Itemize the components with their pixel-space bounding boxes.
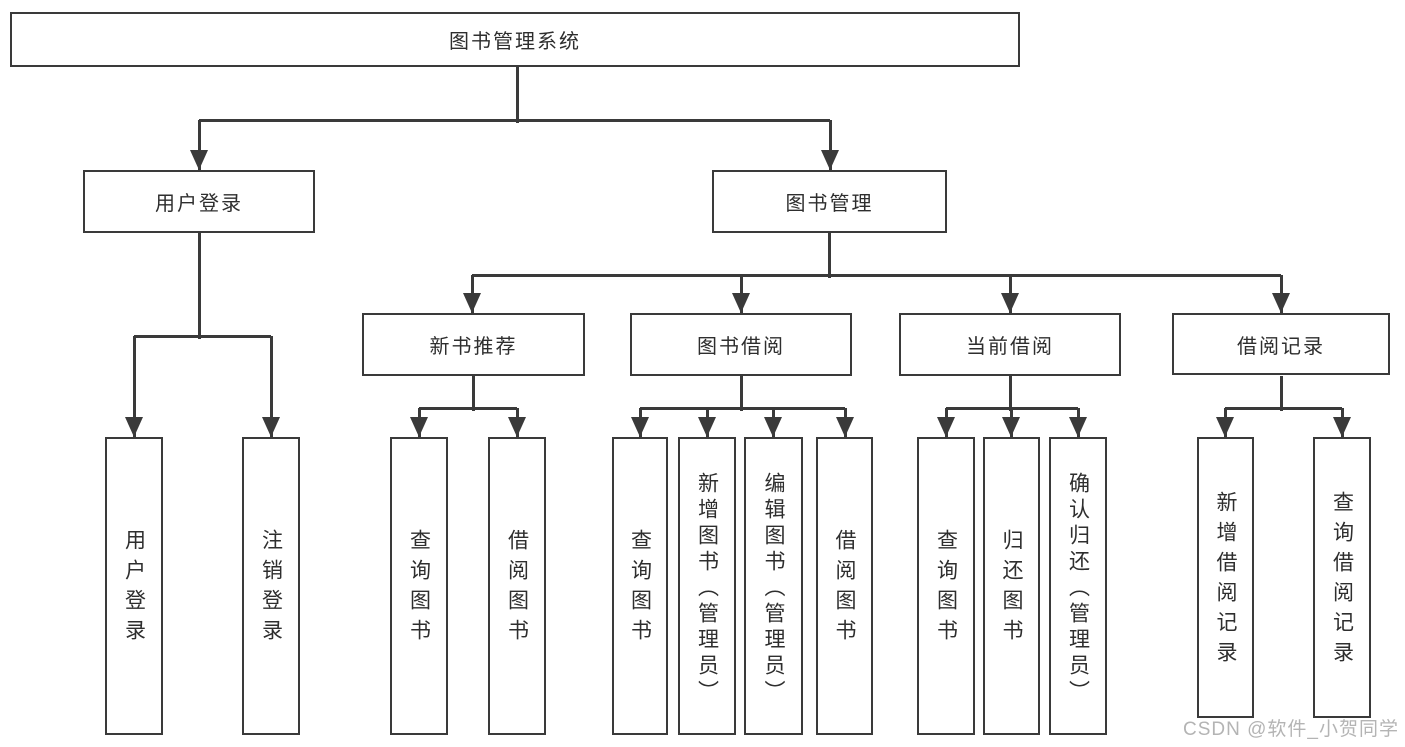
arrowhead-down-icon — [1333, 417, 1351, 437]
leaf-confirm-return-admin-label: 确认归还（管理员） — [1066, 472, 1090, 706]
arrowhead-down-icon — [1002, 417, 1020, 437]
connector-line-vertical — [471, 376, 475, 411]
arrowhead-down-icon — [937, 417, 955, 437]
leaf-confirm-return-admin: 确认归还（管理员） — [1049, 437, 1107, 735]
node-current-borrow-label: 当前借阅 — [966, 336, 1054, 358]
node-book-borrow: 图书借阅 — [630, 313, 852, 376]
connector-line-vertical — [1279, 376, 1283, 411]
node-borrow-records: 借阅记录 — [1172, 313, 1390, 375]
node-user-login: 用户登录 — [83, 170, 315, 233]
connector-line-horizontal — [472, 273, 1281, 277]
arrowhead-down-icon — [190, 150, 208, 170]
connector-line-vertical — [1008, 376, 1012, 411]
node-book-borrow-label: 图书借阅 — [697, 336, 785, 358]
arrowhead-down-icon — [1001, 293, 1019, 313]
arrowhead-down-icon — [698, 417, 716, 437]
leaf-borrow-books-2-label: 借阅图书 — [833, 529, 856, 649]
connector-line-vertical — [515, 67, 519, 123]
arrowhead-down-icon — [1216, 417, 1234, 437]
leaf-add-borrow-record: 新增借阅记录 — [1197, 437, 1254, 718]
node-new-book-recommend: 新书推荐 — [362, 313, 585, 376]
node-user-login-label: 用户登录 — [155, 193, 243, 215]
leaf-edit-book-admin-label: 编辑图书（管理员） — [762, 472, 785, 706]
leaf-user-login: 用户登录 — [105, 437, 163, 735]
arrowhead-down-icon — [1272, 293, 1290, 313]
arrowhead-down-icon — [125, 417, 143, 437]
leaf-borrow-books-2: 借阅图书 — [816, 437, 873, 735]
node-book-management: 图书管理 — [712, 170, 947, 233]
connector-line-vertical — [828, 120, 832, 170]
arrowhead-down-icon — [631, 417, 649, 437]
arrowhead-down-icon — [836, 417, 854, 437]
arrowhead-down-icon — [764, 417, 782, 437]
leaf-edit-book-admin: 编辑图书（管理员） — [744, 437, 803, 735]
leaf-add-book-admin: 新增图书（管理员） — [678, 437, 736, 735]
leaf-add-book-admin-label: 新增图书（管理员） — [695, 472, 719, 706]
leaf-logout-label: 注销登录 — [259, 529, 283, 649]
connector-line-horizontal — [134, 334, 271, 338]
connector-line-vertical — [269, 336, 273, 437]
connector-line-vertical — [197, 120, 201, 170]
leaf-logout: 注销登录 — [242, 437, 300, 735]
leaf-borrow-books-recommend-label: 借阅图书 — [505, 529, 529, 649]
connector-line-vertical — [132, 336, 136, 437]
watermark: CSDN @软件_小贺同学 — [1183, 719, 1399, 740]
leaf-user-login-label: 用户登录 — [122, 529, 146, 649]
connector-line-vertical — [827, 233, 831, 278]
leaf-query-books-borrow: 查询图书 — [612, 437, 668, 735]
arrowhead-down-icon — [732, 293, 750, 313]
connector-line-horizontal — [640, 406, 845, 410]
leaf-query-books-current: 查询图书 — [917, 437, 975, 735]
leaf-query-borrow-record: 查询借阅记录 — [1313, 437, 1371, 718]
leaf-return-book-label: 归还图书 — [1000, 529, 1023, 649]
leaf-return-book: 归还图书 — [983, 437, 1040, 735]
leaf-borrow-books-recommend: 借阅图书 — [488, 437, 546, 735]
arrowhead-down-icon — [463, 293, 481, 313]
connector-line-vertical — [197, 233, 201, 339]
arrowhead-down-icon — [508, 417, 526, 437]
node-root: 图书管理系统 — [10, 12, 1020, 67]
connector-line-horizontal — [946, 406, 1078, 410]
leaf-query-books-recommend-label: 查询图书 — [407, 529, 431, 649]
node-book-management-label: 图书管理 — [785, 193, 874, 215]
connector-line-horizontal — [419, 406, 517, 410]
node-current-borrow: 当前借阅 — [899, 313, 1121, 376]
leaf-add-borrow-record-label: 新增借阅记录 — [1214, 490, 1237, 671]
arrowhead-down-icon — [1069, 417, 1087, 437]
node-root-label: 图书管理系统 — [449, 31, 581, 53]
leaf-query-books-recommend: 查询图书 — [390, 437, 448, 735]
node-new-book-recommend-label: 新书推荐 — [429, 336, 518, 358]
connector-line-horizontal — [1225, 406, 1342, 410]
connector-line-horizontal — [199, 118, 830, 122]
leaf-query-borrow-record-label: 查询借阅记录 — [1330, 490, 1354, 671]
node-borrow-records-label: 借阅记录 — [1237, 335, 1325, 358]
arrowhead-down-icon — [821, 150, 839, 170]
connector-line-vertical — [739, 376, 743, 411]
arrowhead-down-icon — [410, 417, 428, 437]
arrowhead-down-icon — [262, 417, 280, 437]
leaf-query-books-current-label: 查询图书 — [934, 529, 958, 649]
leaf-query-books-borrow-label: 查询图书 — [628, 529, 652, 649]
